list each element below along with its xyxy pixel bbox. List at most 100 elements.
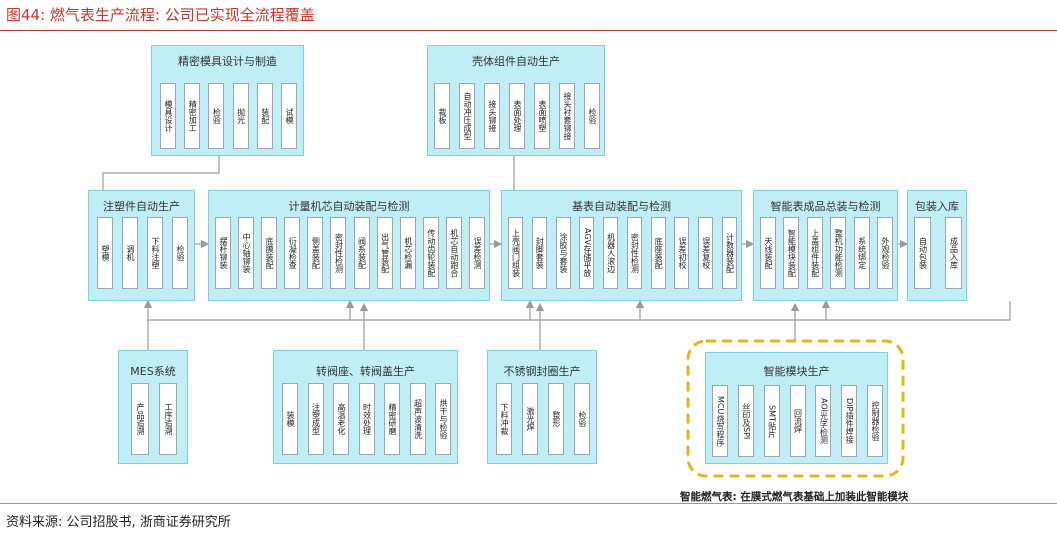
- process-step: 自动包装: [914, 217, 931, 289]
- process-step-label: 接头衬套铆接: [563, 92, 572, 140]
- process-step: 装模: [282, 383, 298, 455]
- process-step-label: 自动包装: [918, 237, 928, 269]
- process-step: 机器人滚边: [603, 217, 619, 289]
- process-step-label: 机器人滚边: [606, 233, 616, 273]
- source-note: 资料来源: 公司招股书, 浙商证券研究所: [6, 515, 231, 530]
- process-step-label: MCU烧写程序: [716, 395, 725, 447]
- process-step: 检验: [172, 217, 188, 289]
- process-step: 计数器装配: [722, 217, 737, 289]
- group-valve-production: 转阀座、转阀盖生产 装模注塑成型高温老化时效处理精密研磨超声波清洗烘干与检验: [273, 350, 458, 464]
- process-step-label: 时效处理: [362, 403, 372, 435]
- process-step: 裁板: [434, 83, 450, 149]
- process-step: 密封性检测: [330, 217, 347, 289]
- process-step: 产品追溯: [131, 383, 149, 455]
- process-step: 衍凝检查: [284, 217, 301, 289]
- process-step: 检验: [584, 83, 600, 149]
- process-step-label: 误差复校: [701, 237, 711, 269]
- process-step: 智能模块装配: [783, 217, 800, 289]
- process-step: 传动齿轮装配: [422, 217, 439, 289]
- process-step: 阀系装配: [353, 217, 370, 289]
- process-step: 整机功能检测: [830, 217, 847, 289]
- process-step: 高温老化: [333, 383, 349, 455]
- process-step-label: 密封性检测: [630, 233, 640, 273]
- process-step: 试模: [281, 83, 297, 149]
- process-step: 底座装配: [650, 217, 666, 289]
- process-step-label: 检验: [212, 108, 222, 124]
- process-step: 出气管装配: [376, 217, 393, 289]
- process-step-label: 精密加工: [188, 100, 198, 132]
- process-step-label: 底膜装配: [265, 237, 275, 269]
- process-step-label: 出气管装配: [380, 233, 390, 273]
- process-step-label: 下料冲裁: [500, 403, 509, 435]
- process-step-label: SMT贴片: [767, 404, 777, 438]
- group-packing: 包装入库 自动包装成品入库: [907, 190, 967, 301]
- process-step-label: 系统绑定: [857, 237, 867, 269]
- process-step-label: 装模: [286, 411, 295, 427]
- group-title: 壳体组件自动生产: [472, 55, 560, 68]
- process-step-label: 摆杆铆装: [219, 237, 228, 269]
- process-step: 装配: [256, 83, 273, 149]
- group-title: 智能模块生产: [763, 365, 830, 378]
- process-step-label: 回流焊: [793, 409, 803, 433]
- group-title: 智能表成品总装与检测: [770, 200, 881, 213]
- process-step: 密封性检测: [626, 217, 642, 289]
- process-step-label: 表面喷塑: [538, 100, 547, 132]
- mes-bus-line: [147, 301, 1011, 350]
- process-step: 烘干与检验: [435, 383, 451, 455]
- process-step-label: 下料注塑: [151, 237, 160, 269]
- process-step: 封脚套装: [531, 217, 547, 289]
- group-title: 转阀座、转阀盖生产: [316, 365, 415, 378]
- process-step: 丝印及SPI: [737, 385, 754, 457]
- process-step-label: 激光焊: [526, 407, 535, 431]
- group-injection-parts: 注塑件自动生产 塑模调机下料注塑检验: [88, 190, 195, 301]
- group-movement-assembly: 计量机芯自动装配与检测 摆杆铆装中心轴铆装底膜装配衍凝检查侧盖装配密封性检测阀系…: [208, 190, 490, 301]
- process-step: 工序追溯: [159, 383, 177, 455]
- process-step-label: DIP插件焊接: [845, 398, 855, 444]
- process-step: AOI光学检测: [815, 385, 832, 457]
- process-step: DIP插件焊接: [841, 385, 858, 457]
- group-mes-system: MES系统 产品追溯 工序追溯: [118, 350, 188, 464]
- process-step: 外观检验: [877, 217, 893, 289]
- footer-divider: [0, 503, 1057, 504]
- process-step-label: 衍凝检查: [288, 237, 298, 269]
- process-step-label: AGV存储平放: [582, 228, 592, 278]
- group-title: 精密模具设计与制造: [178, 55, 277, 68]
- process-step-label: 产品追溯: [136, 403, 145, 435]
- process-step: 上盖组件装配: [806, 217, 823, 289]
- process-step-label: 误差初校: [677, 237, 687, 269]
- smart-meter-note: 智能燃气表: 在膜式燃气表基础上加装此智能模块: [680, 491, 909, 503]
- process-step: 精密研磨: [384, 383, 400, 455]
- process-step: 涂胶与套装: [555, 217, 571, 289]
- process-step: 摆杆铆装: [215, 217, 231, 289]
- process-step: 激光焊: [522, 383, 538, 455]
- group-title: MES系统: [130, 365, 176, 378]
- process-step: 中心轴铆装: [238, 217, 255, 289]
- group-title: 不锈钢封圈生产: [503, 365, 581, 378]
- process-step-label: 检验: [588, 108, 597, 124]
- process-step: 上壳阀门组装: [508, 217, 523, 289]
- process-step-label: 传动齿轮装配: [426, 229, 436, 277]
- process-step: 天线装配: [760, 217, 776, 289]
- process-step-label: 整形: [552, 411, 561, 427]
- group-final-assembly: 智能表成品总装与检测 天线装配 智能模块装配上盖组件装配整机功能检测系统绑定 外观检…: [753, 190, 898, 301]
- process-step-label: 烘干与检验: [439, 399, 448, 439]
- process-step-label: AOI光学检测: [819, 398, 829, 444]
- process-step-label: 模具设计: [164, 100, 173, 132]
- process-step-label: 智能模块装配: [787, 229, 797, 277]
- process-step-label: 侧盖装配: [311, 237, 321, 269]
- process-step-label: 自动冲压成型: [463, 92, 472, 140]
- process-step: 下料注塑: [147, 217, 163, 289]
- process-step-label: 抛光: [236, 108, 246, 124]
- process-step: 检验: [208, 83, 225, 149]
- process-step-label: 机芯自动跑合: [449, 229, 459, 277]
- process-step: 塑模: [97, 217, 113, 289]
- process-step: 检验: [574, 383, 590, 455]
- process-step: 接头铆接: [484, 83, 500, 149]
- process-step: 接头衬套铆接: [559, 83, 575, 149]
- process-step: SMT贴片: [763, 385, 780, 457]
- process-step-label: 裁板: [438, 108, 447, 124]
- group-mold-design: 精密模具设计与制造 模具设计 精密加工 检验抛光装配试模: [151, 45, 304, 156]
- process-step-label: 外观检验: [881, 237, 890, 269]
- process-step: 机芯自动跑合: [445, 217, 462, 289]
- process-step: 侧盖装配: [307, 217, 324, 289]
